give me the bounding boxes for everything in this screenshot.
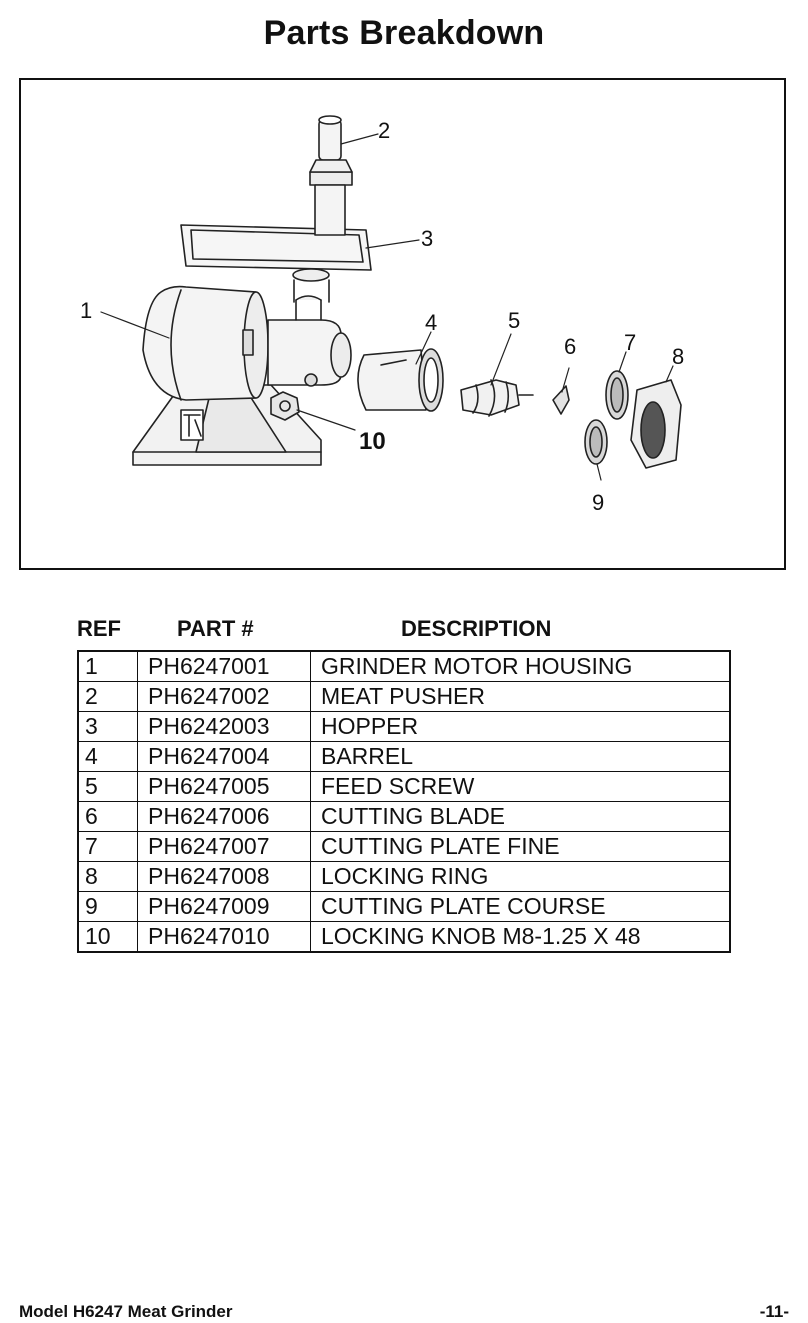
meat-pusher (309, 115, 353, 236)
callout-10: 10 (359, 428, 386, 455)
cell-part: PH6247002 (137, 681, 311, 712)
cell-part: PH6247007 (137, 831, 311, 862)
cell-part: PH6247010 (137, 921, 311, 953)
cell-part: PH6247006 (137, 801, 311, 832)
cell-part: PH6242003 (137, 711, 311, 742)
cell-part: PH6247004 (137, 741, 311, 772)
cell-part: PH6247009 (137, 891, 311, 922)
footer-model: Model H6247 Meat Grinder (19, 1302, 233, 1321)
barrel (357, 348, 444, 412)
callout-5: 5 (508, 308, 521, 333)
motor-housing (142, 285, 269, 401)
cell-description: MEAT PUSHER (310, 681, 731, 712)
cell-ref: 6 (77, 801, 138, 832)
cell-ref: 2 (77, 681, 138, 712)
callout-7: 7 (624, 330, 637, 355)
cell-description: CUTTING PLATE FINE (310, 831, 731, 862)
cell-description: FEED SCREW (310, 771, 731, 802)
cutting-plate-fine (605, 370, 629, 420)
footer-page-number: -11- (759, 1302, 789, 1321)
cell-description: BARREL (310, 741, 731, 772)
locking-ring (630, 379, 682, 469)
cell-description: CUTTING PLATE COURSE (310, 891, 731, 922)
header-part: PART # (177, 616, 254, 641)
leader-lines (100, 133, 674, 481)
cell-description: CUTTING BLADE (310, 801, 731, 832)
cell-ref: 9 (77, 891, 138, 922)
hopper-tray (180, 224, 372, 303)
cutting-plate-coarse (584, 419, 608, 465)
cell-ref: 3 (77, 711, 138, 742)
cell-ref: 10 (77, 921, 138, 953)
meat-grinder-illustration (100, 115, 682, 481)
cell-ref: 5 (77, 771, 138, 802)
header-description: DESCRIPTION (401, 616, 552, 641)
cell-description: LOCKING RING (310, 861, 731, 892)
cutting-blade (552, 385, 570, 415)
exploded-diagram: 1 2 3 4 5 6 7 8 9 10 (19, 78, 786, 570)
cell-part: PH6247008 (137, 861, 311, 892)
callout-6: 6 (564, 334, 577, 359)
page-title: Parts Breakdown (263, 14, 545, 52)
cell-ref: 8 (77, 861, 138, 892)
grinder-head (267, 295, 352, 387)
callout-1: 1 (80, 298, 93, 323)
header-ref: REF (77, 616, 121, 641)
callout-9: 9 (592, 490, 605, 515)
callout-4: 4 (425, 310, 438, 335)
cell-part: PH6247001 (137, 650, 311, 682)
feed-screw (460, 379, 534, 417)
cell-description: HOPPER (310, 711, 731, 742)
cell-ref: 7 (77, 831, 138, 862)
cell-part: PH6247005 (137, 771, 311, 802)
cell-ref: 4 (77, 741, 138, 772)
cell-description: GRINDER MOTOR HOUSING (310, 650, 731, 682)
cell-ref: 1 (77, 650, 138, 682)
callout-8: 8 (672, 344, 685, 369)
callout-3: 3 (421, 226, 434, 251)
cell-description: LOCKING KNOB M8-1.25 X 48 (310, 921, 731, 953)
callout-2: 2 (378, 118, 391, 143)
locking-knob (270, 391, 300, 421)
